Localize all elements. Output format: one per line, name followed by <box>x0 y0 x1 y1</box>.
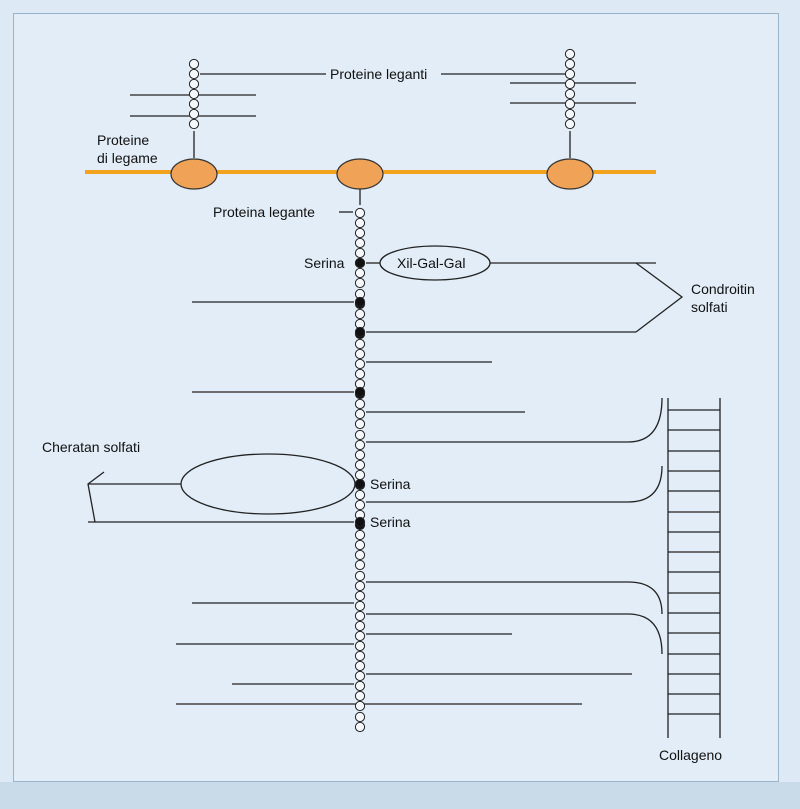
core-bead <box>354 590 366 602</box>
core-bead <box>354 247 366 259</box>
condroitin-bracket <box>635 262 684 333</box>
serine-bead <box>354 516 366 528</box>
core-bead <box>354 207 366 219</box>
serine-bead <box>354 326 366 338</box>
core-bead <box>354 640 366 652</box>
core-bead <box>354 398 366 410</box>
core-bead <box>354 348 366 360</box>
label-condroitin-2: solfati <box>691 299 728 315</box>
label-proteine-di-legame-1: Proteine <box>97 132 149 148</box>
core-bead <box>354 610 366 622</box>
serine-bead <box>354 386 366 398</box>
sugar-bead <box>188 68 200 80</box>
core-bead <box>354 469 366 481</box>
core-bead <box>354 439 366 451</box>
core-bead <box>354 499 366 511</box>
core-bead <box>354 690 366 702</box>
core-bead <box>354 459 366 471</box>
figure-panel <box>13 13 779 782</box>
sugar-bead <box>188 98 200 110</box>
collagen-rungs <box>668 409 720 715</box>
core-bead <box>354 549 366 561</box>
core-bead <box>354 529 366 541</box>
core-bead <box>354 358 366 370</box>
core-bead <box>354 711 366 723</box>
core-bead <box>354 700 366 712</box>
core-bead <box>354 489 366 501</box>
small-bead-chain-right <box>564 48 576 130</box>
label-condroitin-1: Condroitin <box>691 281 755 297</box>
serine-bead <box>354 257 366 269</box>
sugar-bead <box>564 118 576 130</box>
small-bead-chain-left <box>188 58 200 130</box>
label-collageno: Collageno <box>659 747 722 763</box>
core-bead <box>354 600 366 612</box>
core-bead <box>354 559 366 571</box>
chain-to-collagen-1 <box>366 397 663 443</box>
label-proteine-leganti: Proteine leganti <box>330 66 427 82</box>
link-protein-left <box>170 158 218 190</box>
label-serina-top: Serina <box>304 255 345 271</box>
bottom-strip <box>0 782 800 809</box>
sugar-bead <box>188 88 200 100</box>
sugar-bead <box>188 78 200 90</box>
core-bead <box>354 368 366 380</box>
cheratan-bracket <box>87 471 105 523</box>
core-bead <box>354 308 366 320</box>
serine-bead <box>354 296 366 308</box>
label-proteina-legante: Proteina legante <box>213 204 315 220</box>
link-protein-right <box>546 158 594 190</box>
chain-to-collagen-4 <box>366 613 663 655</box>
sugar-bead <box>564 98 576 110</box>
sugar-bead <box>564 88 576 100</box>
sugar-bead <box>564 58 576 70</box>
sugar-bead <box>564 78 576 90</box>
sugar-bead <box>188 118 200 130</box>
core-bead <box>354 670 366 682</box>
serine-bead <box>354 478 366 490</box>
core-bead <box>354 721 366 733</box>
core-bead <box>354 680 366 692</box>
core-bead <box>354 620 366 632</box>
label-serina-mid1: Serina <box>370 476 411 492</box>
sugar-bead <box>188 58 200 70</box>
core-bead <box>354 449 366 461</box>
core-protein-bead-chain <box>354 207 366 733</box>
core-bead <box>354 539 366 551</box>
core-bead <box>354 580 366 592</box>
core-bead <box>354 429 366 441</box>
sugar-bead <box>564 68 576 80</box>
core-bead <box>354 408 366 420</box>
sugar-bead <box>564 108 576 120</box>
core-bead <box>354 277 366 289</box>
core-bead <box>354 570 366 582</box>
core-bead <box>354 660 366 672</box>
label-proteine-di-legame-2: di legame <box>97 150 158 166</box>
sugar-bead <box>188 108 200 120</box>
label-cheratan-solfati: Cheratan solfati <box>42 439 140 455</box>
core-bead <box>354 338 366 350</box>
chain-to-collagen-3 <box>366 581 663 615</box>
core-bead <box>354 630 366 642</box>
core-bead <box>354 418 366 430</box>
core-bead <box>354 217 366 229</box>
core-bead <box>354 237 366 249</box>
core-bead <box>354 227 366 239</box>
chain-to-collagen-2 <box>366 465 663 503</box>
core-bead <box>354 267 366 279</box>
link-protein-center <box>336 158 384 190</box>
core-bead <box>354 650 366 662</box>
cheratan-oval <box>180 453 356 515</box>
label-xil-gal-gal: Xil-Gal-Gal <box>397 255 465 271</box>
sugar-bead <box>564 48 576 60</box>
label-serina-mid2: Serina <box>370 514 411 530</box>
